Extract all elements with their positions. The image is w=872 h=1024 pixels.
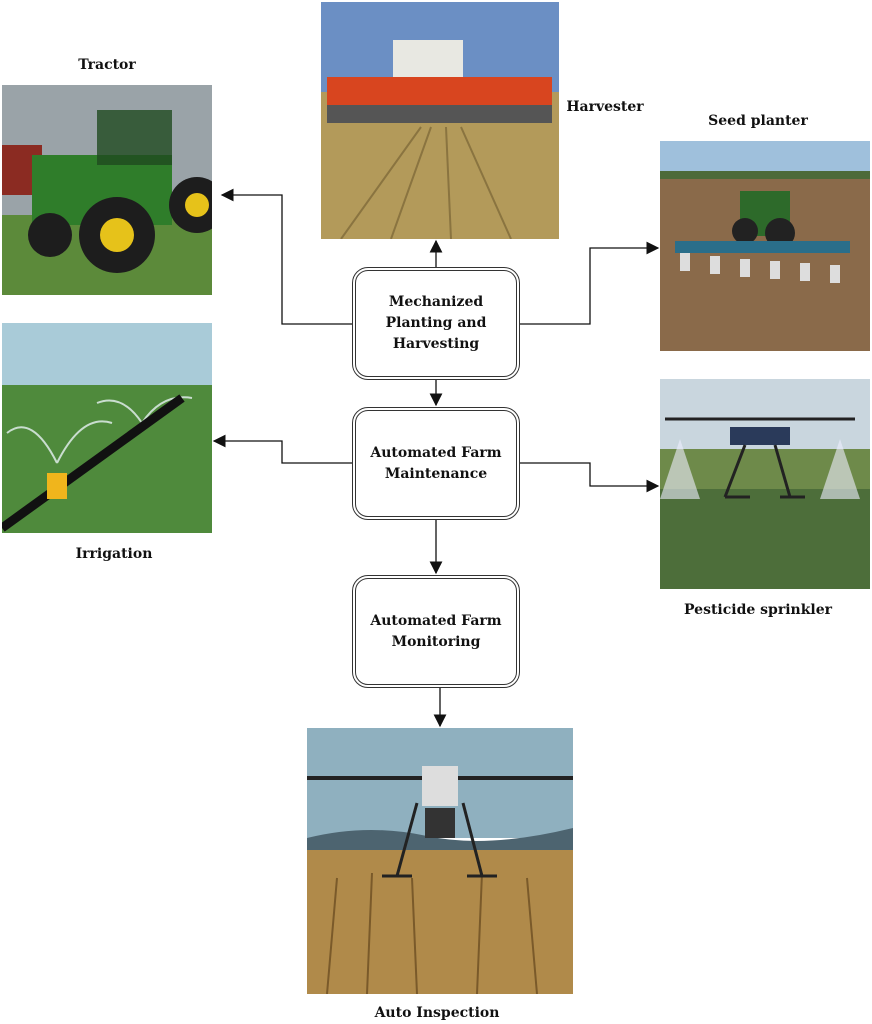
arrow-to-pesticide xyxy=(520,462,660,493)
pesticide-sprinkler-label: Pesticide sprinkler xyxy=(684,602,832,618)
irrigation-label: Irrigation xyxy=(75,546,153,562)
harvester-image xyxy=(321,2,559,239)
irrigation-image xyxy=(2,323,212,533)
node-label: Automated Farm Maintenance xyxy=(370,444,502,482)
node-farm-maintenance: Automated Farm Maintenance xyxy=(352,407,520,520)
auto-inspection-label: Auto Inspection xyxy=(374,1005,500,1021)
node-farm-monitoring: Automated Farm Monitoring xyxy=(352,575,520,688)
tractor-label: Tractor xyxy=(78,57,136,73)
node-mechanized-planting: Mechanized Planting and Harvesting xyxy=(352,267,520,380)
seed-planter-image xyxy=(660,141,870,351)
pesticide-sprinkler-image xyxy=(660,379,870,589)
seed-planter-label: Seed planter xyxy=(708,113,808,129)
node-label: Mechanized Planting and Harvesting xyxy=(385,294,487,352)
node-label: Automated Farm Monitoring xyxy=(370,612,502,650)
harvester-label: Harvester xyxy=(566,99,644,115)
auto-inspection-image xyxy=(307,728,573,994)
arrow-to-irrigation xyxy=(212,434,352,464)
arrow-to-seed-planter xyxy=(520,241,660,325)
arrow-to-tractor xyxy=(220,188,352,325)
tractor-image xyxy=(2,85,212,295)
